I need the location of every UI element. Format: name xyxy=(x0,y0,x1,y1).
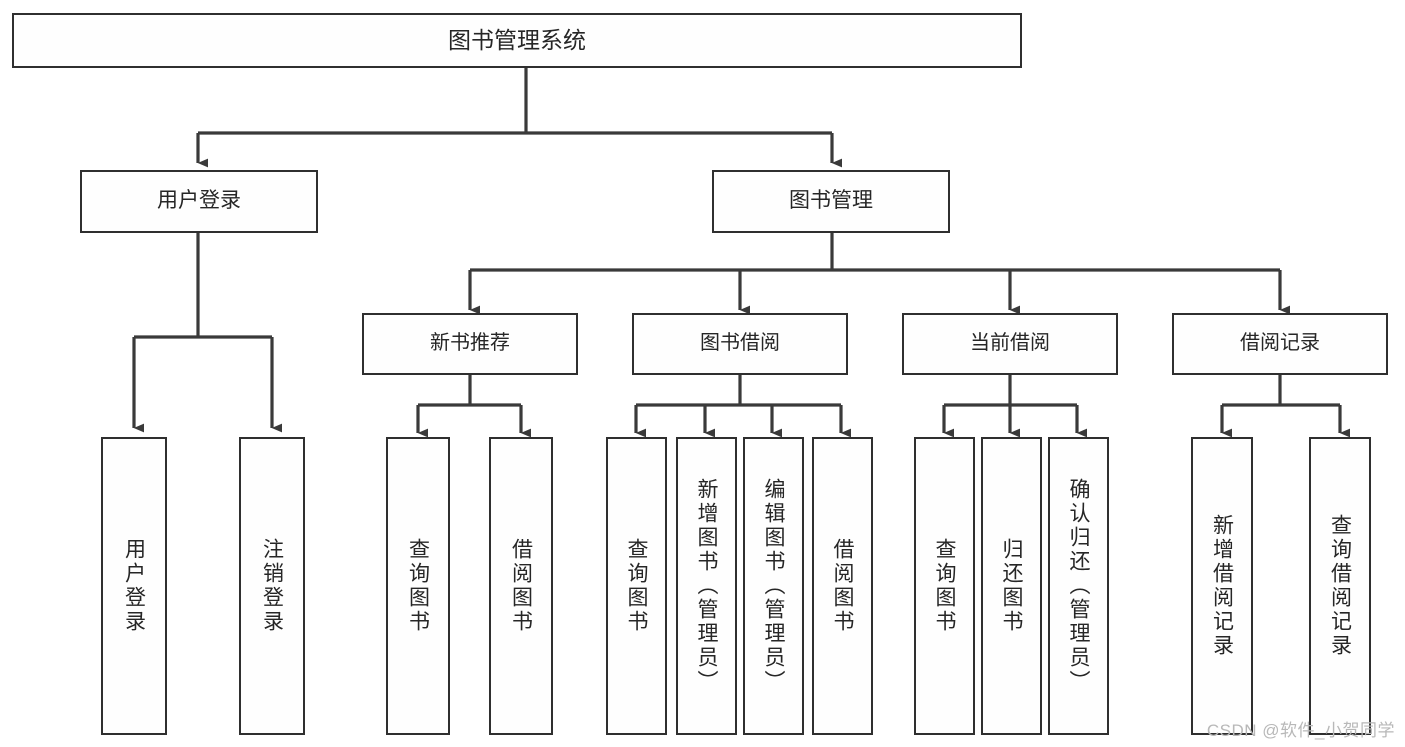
node-leaf-user-login[interactable]: 用户登录 xyxy=(101,437,167,735)
node-leaf-confirm-return[interactable]: 确认归还（管理员） xyxy=(1048,437,1109,735)
node-label: 注销登录 xyxy=(260,538,284,634)
node-label: 图书管理 xyxy=(789,189,873,213)
node-label: 新书推荐 xyxy=(430,332,510,355)
node-label: 当前借阅 xyxy=(970,332,1050,355)
node-leaf-user-logout[interactable]: 注销登录 xyxy=(239,437,305,735)
node-label: 新增借阅记录 xyxy=(1210,514,1234,658)
node-leaf-query-record[interactable]: 查询借阅记录 xyxy=(1309,437,1371,735)
node-leaf-return-book[interactable]: 归还图书 xyxy=(981,437,1042,735)
node-leaf-borrow-book-1[interactable]: 借阅图书 xyxy=(489,437,553,735)
node-label: 查询图书 xyxy=(933,538,956,634)
node-label: 图书管理系统 xyxy=(448,26,586,53)
node-label: 新增图书（管理员） xyxy=(695,478,718,694)
node-leaf-add-book[interactable]: 新增图书（管理员） xyxy=(676,437,737,735)
node-label: 编辑图书（管理员） xyxy=(762,478,785,694)
node-user-login[interactable]: 用户登录 xyxy=(80,170,318,233)
node-label: 查询图书 xyxy=(406,538,430,634)
node-label: 图书借阅 xyxy=(700,332,780,355)
node-label: 查询图书 xyxy=(625,538,648,634)
node-book-manage[interactable]: 图书管理 xyxy=(712,170,950,233)
node-label: 查询借阅记录 xyxy=(1328,514,1352,658)
node-leaf-query-book-2[interactable]: 查询图书 xyxy=(606,437,667,735)
node-label: 归还图书 xyxy=(1000,538,1023,634)
node-new-book-recommend[interactable]: 新书推荐 xyxy=(362,313,578,375)
node-label: 借阅记录 xyxy=(1240,332,1320,355)
node-label: 用户登录 xyxy=(157,189,241,213)
node-label: 借阅图书 xyxy=(509,538,533,634)
node-label: 用户登录 xyxy=(122,538,146,634)
node-leaf-query-book-3[interactable]: 查询图书 xyxy=(914,437,975,735)
node-label: 借阅图书 xyxy=(831,538,854,634)
node-leaf-edit-book[interactable]: 编辑图书（管理员） xyxy=(743,437,804,735)
watermark-text: CSDN @软件_小贺同学 xyxy=(1206,721,1395,740)
node-current-borrow[interactable]: 当前借阅 xyxy=(902,313,1118,375)
node-leaf-borrow-book-2[interactable]: 借阅图书 xyxy=(812,437,873,735)
node-borrow-record[interactable]: 借阅记录 xyxy=(1172,313,1388,375)
node-leaf-add-record[interactable]: 新增借阅记录 xyxy=(1191,437,1253,735)
node-leaf-query-book-1[interactable]: 查询图书 xyxy=(386,437,450,735)
node-book-borrow[interactable]: 图书借阅 xyxy=(632,313,848,375)
node-root-system[interactable]: 图书管理系统 xyxy=(12,13,1022,68)
node-label: 确认归还（管理员） xyxy=(1067,478,1090,694)
